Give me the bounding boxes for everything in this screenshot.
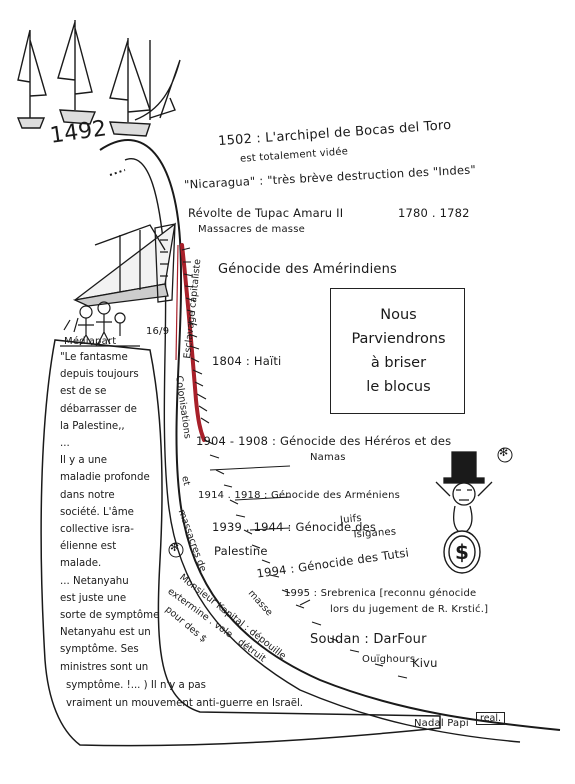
asterisk-glyph-right: ✻ <box>499 446 509 459</box>
event-1995: 1995 : Srebrenica [reconnu génocide <box>284 588 477 599</box>
label-et: et <box>179 475 192 487</box>
quote-line: vraiment un mouvement anti-guerre en Isr… <box>66 697 304 709</box>
quote-line: Netanyahu est un <box>60 627 151 639</box>
event-palestine: Palestine <box>214 544 268 558</box>
quote-line: est de se <box>60 386 107 398</box>
event-1914: 1914 . 1918 : Génocide des Arméniens <box>198 490 401 501</box>
quote-line: symptôme. !... ) Il n'y a pas <box>66 679 206 691</box>
slave-ship-icon <box>72 222 176 307</box>
blood-streak <box>180 243 206 442</box>
dollar-glyph: $ <box>455 540 470 564</box>
mediapart-people-icon <box>60 301 140 347</box>
quote-line: maladie profonde <box>60 472 150 484</box>
event-kivu: Kivu <box>412 656 438 670</box>
quote-line: Il y a une <box>60 455 108 467</box>
event-genocide-amerindians: Génocide des Amérindiens <box>218 262 397 277</box>
quote-line: sorte de symptôme <box>60 610 160 621</box>
quote-line: ministres sont un <box>60 661 149 673</box>
mediapart-label: Médiapart <box>64 336 117 347</box>
quote-line: débarrasser de <box>60 403 137 415</box>
quote-line: symptôme. Ses <box>60 644 139 656</box>
event-1904-namas: Namas <box>310 452 346 463</box>
sailing-ships-icon <box>16 20 181 137</box>
quote-line: est juste une <box>60 592 127 604</box>
event-massacres: Massacres de masse <box>198 224 305 235</box>
event-1939: 1939 . 1944 : Génocide des <box>212 520 377 534</box>
quote-line: dans notre <box>60 489 115 501</box>
event-jews: Juifs <box>339 512 363 527</box>
speech-bubble <box>40 339 441 747</box>
quote-line: collective isra- <box>60 524 134 535</box>
event-1904: 1904 - 1908 : Génocide des Héréros et de… <box>196 434 452 448</box>
event-darfur: Soudan : DarFour <box>310 632 427 647</box>
real-stamp: real. <box>476 712 506 725</box>
quote-line: depuis toujours <box>60 369 139 381</box>
asterisk-glyph-left: ✻ <box>170 541 180 554</box>
asterisk-icon <box>168 447 513 558</box>
quote-line: élienne est <box>60 541 117 553</box>
quote-line: ... Netanyahu <box>60 575 129 587</box>
slogan-line-3: à briser <box>370 355 427 371</box>
quote-line: ... <box>60 438 70 449</box>
slogan-line-4: le blocus <box>366 379 431 395</box>
event-tupac-amaru: Révolte de Tupac Amaru II <box>188 206 344 220</box>
slogan-line-1: Nous <box>380 307 417 323</box>
quote-line: société. L'âme <box>60 506 134 518</box>
slogan-box: Nous Parviendrons à briser le blocus <box>330 288 465 414</box>
event-tupac-years: 1780 . 1782 <box>398 206 470 220</box>
slogan-line-2: Parviendrons <box>351 331 446 347</box>
timeline-spine <box>99 139 561 731</box>
quote-line: "Le fantasme <box>60 352 128 363</box>
mediapart-date: 16/9 <box>146 326 170 337</box>
event-1995-detail: lors du jugement de R. Krstić.] <box>330 604 489 615</box>
event-uyghurs: Ouïghours <box>362 654 416 665</box>
quote-line: la Palestine,, <box>60 420 125 432</box>
quote-line: malade. <box>60 558 102 570</box>
top-hat-capitalist-icon <box>435 451 493 535</box>
dollar-coin-icon <box>443 530 481 574</box>
quote-attribution: Nadal Papi <box>414 718 469 729</box>
event-1804: 1804 : Haïti <box>212 354 282 368</box>
